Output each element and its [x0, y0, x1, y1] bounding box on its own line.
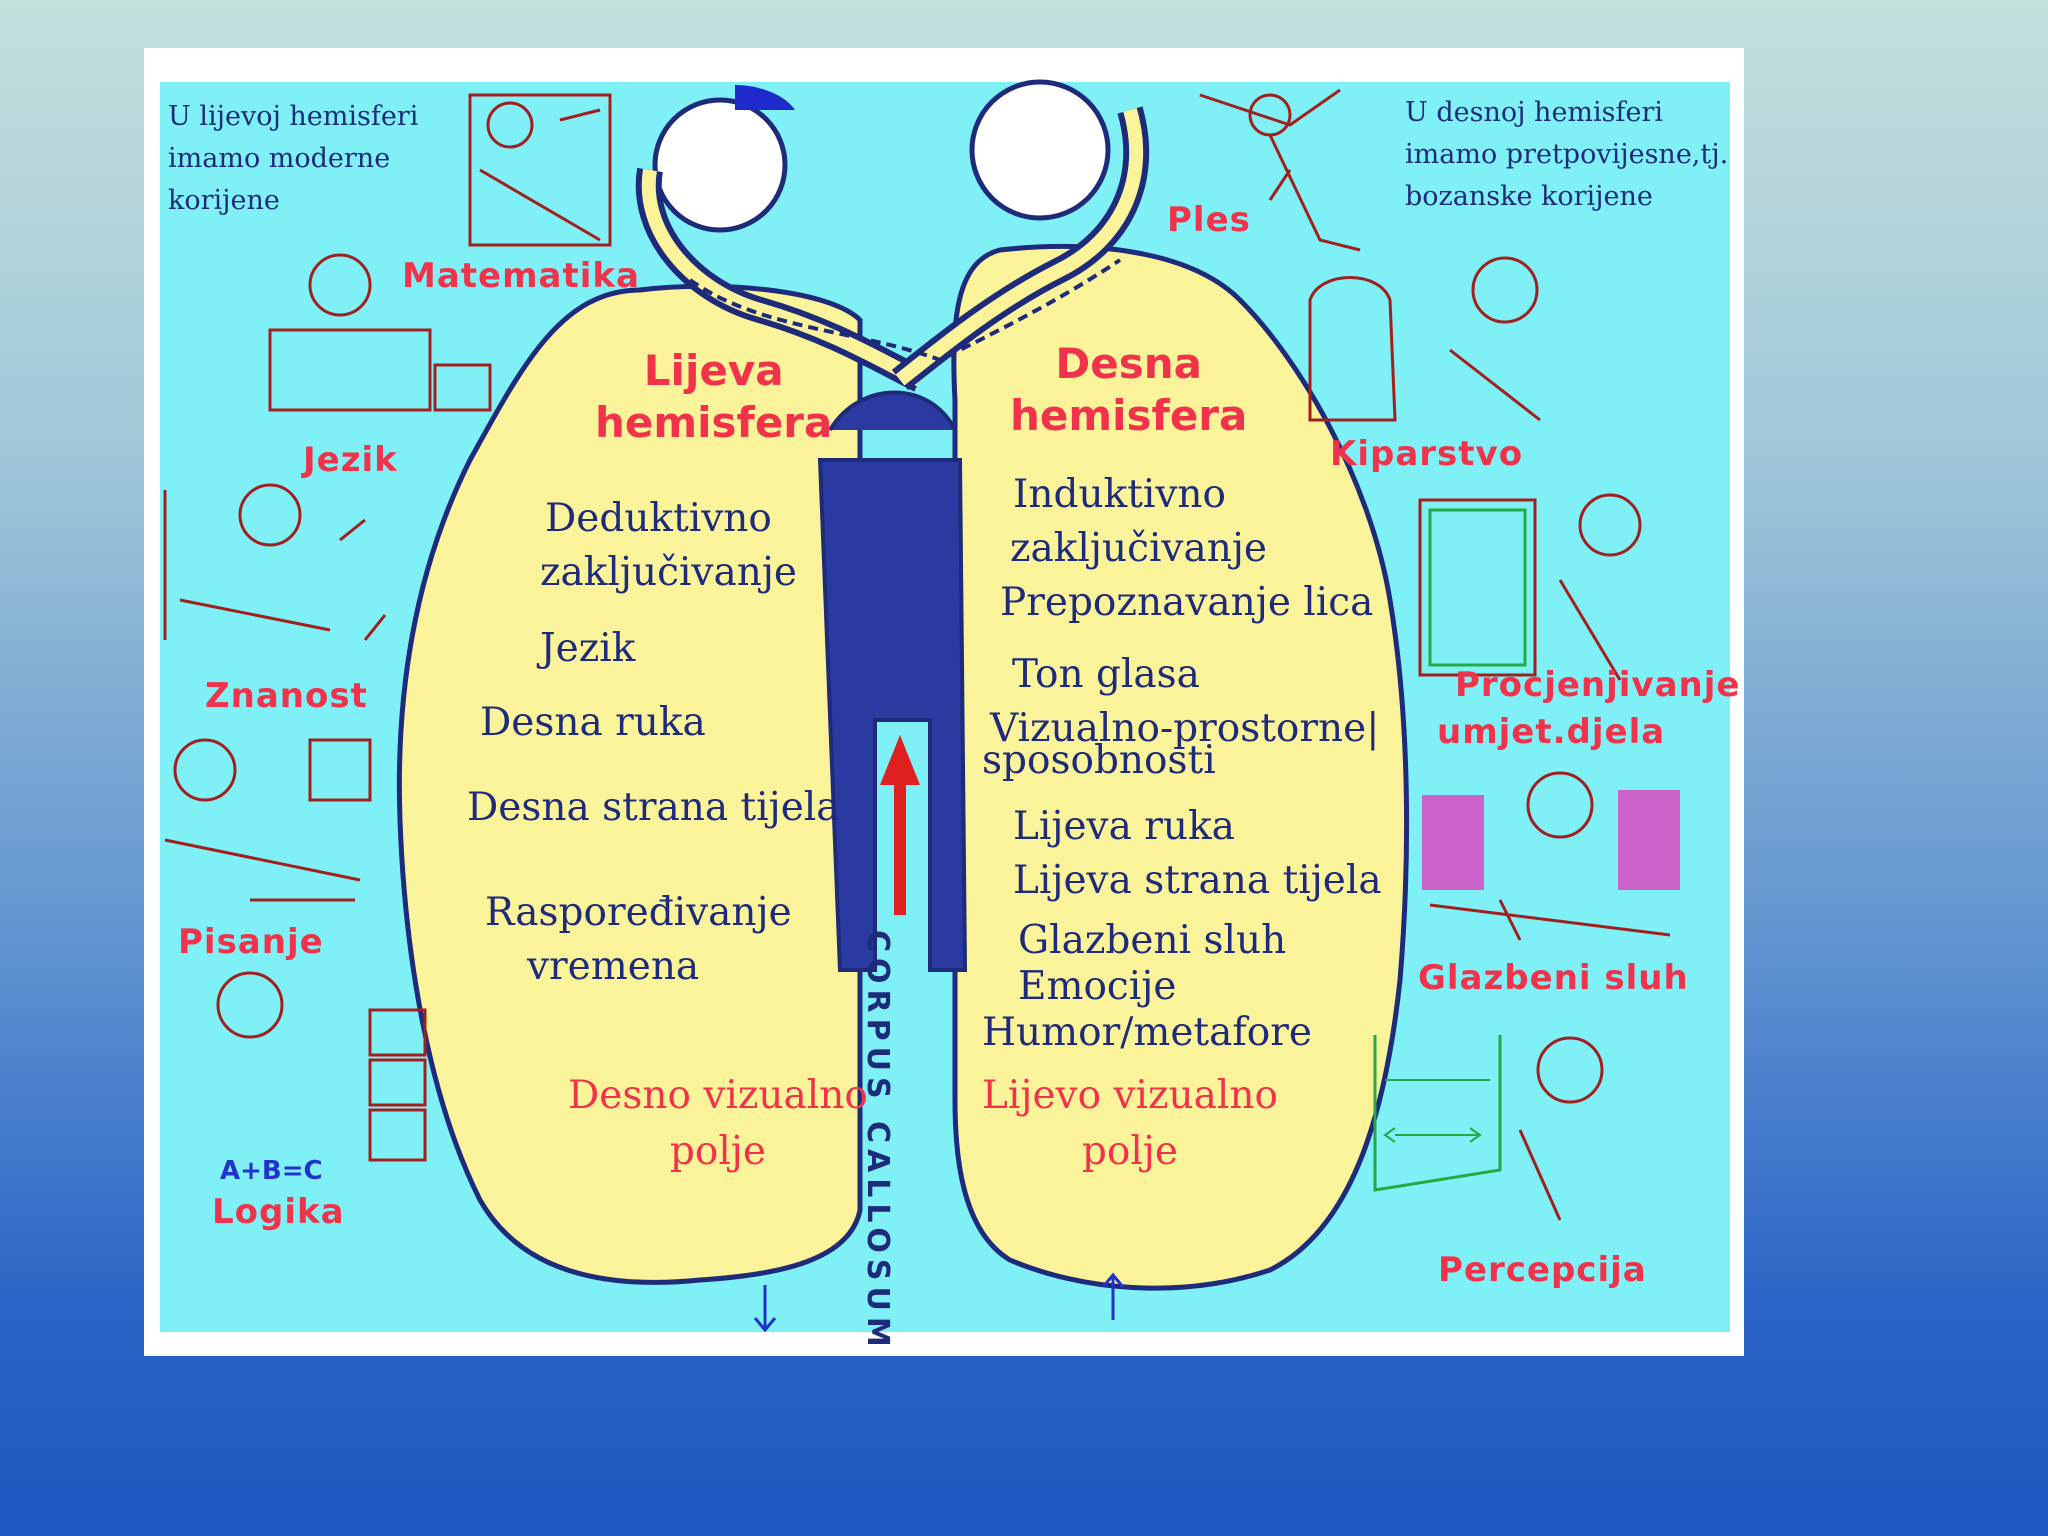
right-function: Lijeva ruka	[1013, 804, 1235, 849]
left-function: Raspoređivanje	[485, 890, 792, 935]
right-note-line: imamo pretpovijesne,tj.	[1405, 139, 1729, 170]
dance-sketch	[1199, 88, 1361, 252]
sculpture-sketch	[1308, 256, 1541, 422]
visual-field-line: polje	[669, 1129, 766, 1174]
right-function: Lijeva strana tijela	[1013, 858, 1382, 903]
right-function: Ton glasa	[1012, 652, 1200, 697]
left-roots-note: U lijevoj hemisferi imamo moderne korije…	[168, 96, 418, 222]
writing-sketch	[164, 738, 372, 902]
right-hemisphere	[951, 244, 1410, 1291]
left-function: Desna strana tijela	[467, 785, 840, 830]
left-hemisphere-title: Lijeva hemisfera	[595, 345, 832, 449]
corpus-callosum	[817, 458, 968, 972]
label-ples: Ples	[1167, 200, 1251, 240]
left-eye	[652, 97, 788, 233]
logic-formula: A+B=C	[220, 1156, 323, 1186]
left-hemisphere	[396, 283, 863, 1285]
left-visual-field: Lijevo vizualno polje	[982, 1068, 1278, 1180]
left-function: Deduktivno	[545, 496, 772, 541]
visual-field-line: Lijevo vizualno	[982, 1073, 1278, 1118]
label-procjenjivanje: Procjenjivanje	[1455, 665, 1741, 705]
left-title-line: hemisfera	[595, 398, 833, 447]
left-eye-pupil	[735, 85, 795, 110]
science-sketch	[163, 483, 387, 641]
left-note-line: U lijevoj hemisferi	[168, 101, 419, 132]
label-glazbeni-sluh: Glazbeni sluh	[1418, 958, 1689, 998]
left-note-line: korijene	[168, 185, 280, 216]
corpus-arrow	[880, 735, 920, 915]
right-title-line: hemisfera	[1010, 391, 1248, 440]
label-logika: Logika	[212, 1192, 345, 1232]
logic-sketch	[216, 971, 427, 1162]
left-function: Desna ruka	[480, 700, 706, 745]
left-note-line: imamo moderne	[168, 143, 391, 174]
right-title-line: Desna	[1055, 339, 1202, 388]
art-sketch	[1418, 493, 1642, 681]
math-sketch	[468, 93, 612, 247]
visual-field-line: polje	[1081, 1129, 1179, 1174]
right-function: Induktivno	[1013, 472, 1227, 517]
right-function: Prepoznavanje lica	[1000, 580, 1374, 625]
right-function: Humor/metafore	[982, 1010, 1312, 1055]
right-function: Emocije	[1018, 964, 1177, 1009]
right-note-line: bozanske korijene	[1405, 181, 1653, 212]
right-roots-note: U desnoj hemisferi imamo pretpovijesne,t…	[1405, 92, 1728, 218]
right-eye	[969, 79, 1111, 221]
label-percepcija: Percepcija	[1438, 1250, 1647, 1290]
right-function: Vizualno-prostorne|	[990, 706, 1380, 751]
perception-sketch	[1373, 1035, 1604, 1221]
visual-field-line: Desno vizualno	[568, 1073, 868, 1118]
right-bottom-arrow	[1101, 1272, 1125, 1320]
left-function: zaključivanje	[540, 550, 798, 595]
right-function: Glazbeni sluh	[1018, 918, 1287, 963]
music-sketch	[1422, 771, 1680, 941]
right-function: zaključivanje	[1010, 526, 1268, 571]
right-function: sposobnosti	[982, 738, 1216, 783]
label-jezik: Jezik	[303, 440, 398, 480]
left-function: Jezik	[540, 626, 636, 671]
right-hemisphere-title: Desna hemisfera	[1010, 338, 1247, 442]
label-umjet-djela: umjet.djela	[1437, 712, 1666, 752]
left-function: vremena	[527, 944, 700, 989]
left-title-line: Lijeva	[643, 346, 784, 395]
language-sketch	[268, 253, 492, 412]
label-pisanje: Pisanje	[178, 922, 324, 962]
label-kiparstvo: Kiparstvo	[1330, 434, 1524, 474]
right-note-line: U desnoj hemisferi	[1405, 97, 1664, 128]
corpus-callosum-label: CORPUS CALLOSUM	[860, 930, 895, 1353]
label-znanost: Znanost	[205, 676, 368, 716]
label-matematika: Matematika	[402, 256, 640, 296]
right-visual-field: Desno vizualno polje	[568, 1068, 868, 1180]
left-bottom-arrow	[753, 1285, 777, 1333]
crossing-pathways	[688, 258, 1122, 363]
